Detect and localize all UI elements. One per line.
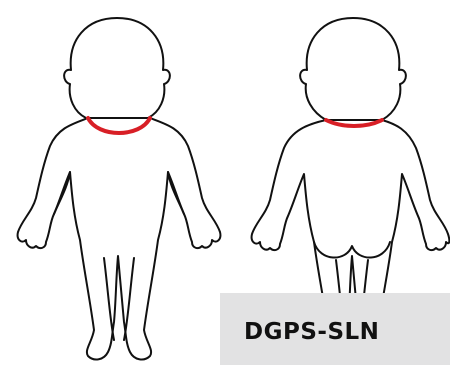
- front-torso-outline: [18, 118, 221, 359]
- front-body-figure: [18, 18, 221, 359]
- front-head: [64, 18, 170, 118]
- label-box: DGPS-SLN: [220, 293, 450, 365]
- back-head: [300, 18, 406, 120]
- label-text: DGPS-SLN: [244, 319, 379, 345]
